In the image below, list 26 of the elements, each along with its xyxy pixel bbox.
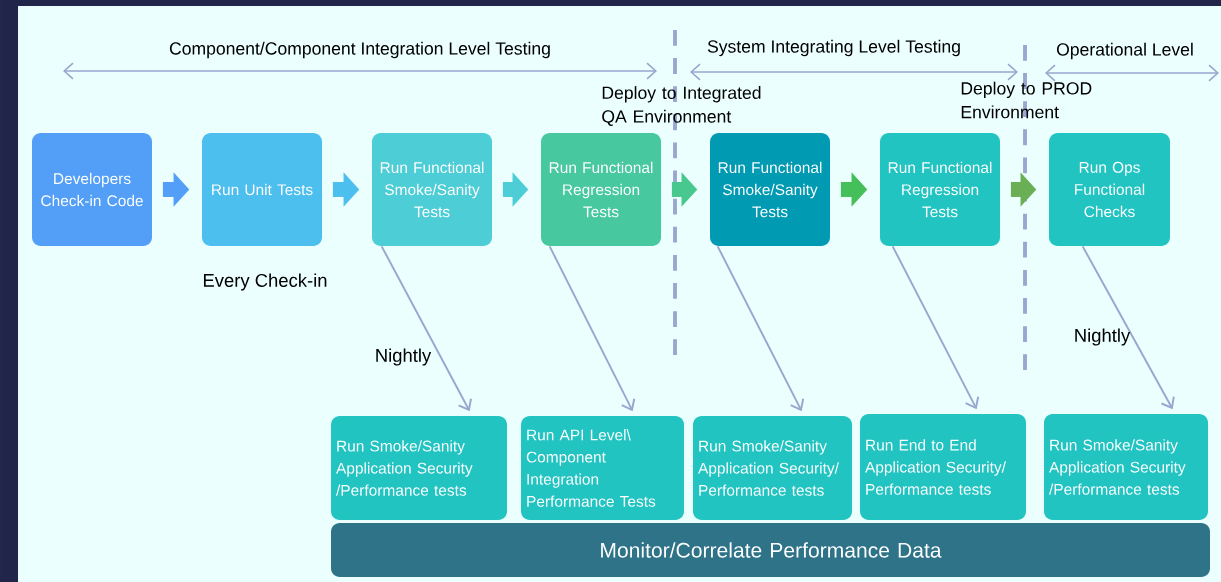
edge-label: Nightly (376, 348, 432, 366)
section-heading: Component/Component Integration Level Testing (169, 41, 550, 59)
test-box: Run End to End Application Security/ Performance tests (860, 414, 1026, 520)
process-box: Run Functional Smoke/Sanity Tests (372, 133, 492, 246)
process-box: Run Unit Tests (202, 133, 322, 246)
process-box: Run Functional Smoke/Sanity Tests (710, 133, 830, 246)
note-text: Every Check-in (204, 273, 327, 291)
deploy-note: Deploy to Integrated QA Environment (602, 86, 761, 126)
section-heading: System Integrating Level Testing (707, 39, 960, 57)
process-box: Developers Check-in Code (32, 133, 152, 246)
section-heading: Operational Level (1056, 42, 1193, 60)
test-box: Run Smoke/Sanity Application Security /Performance tests (1044, 414, 1208, 520)
arrow (716, 245, 805, 412)
summary-bar: Monitor/Correlate Performance Data (331, 523, 1210, 577)
arrow (548, 245, 636, 412)
edge-label: Nightly (1075, 328, 1131, 346)
process-box: Run Functional Regression Tests (880, 133, 1000, 246)
process-box: Run Ops Functional Checks (1049, 133, 1170, 246)
arrow (380, 245, 472, 412)
deploy-note: Deploy to PROD Environment (961, 81, 1092, 119)
test-box: Run API Level\ Component Integration Performance Tests (521, 416, 684, 520)
test-box: Run Smoke/Sanity Application Security /Performance tests (331, 416, 507, 520)
arrow (891, 245, 980, 410)
test-box: Run Smoke/Sanity Application Security/ Performance tests (693, 416, 852, 520)
process-box: Run Functional Regression Tests (541, 133, 661, 246)
arrow (1081, 245, 1175, 410)
